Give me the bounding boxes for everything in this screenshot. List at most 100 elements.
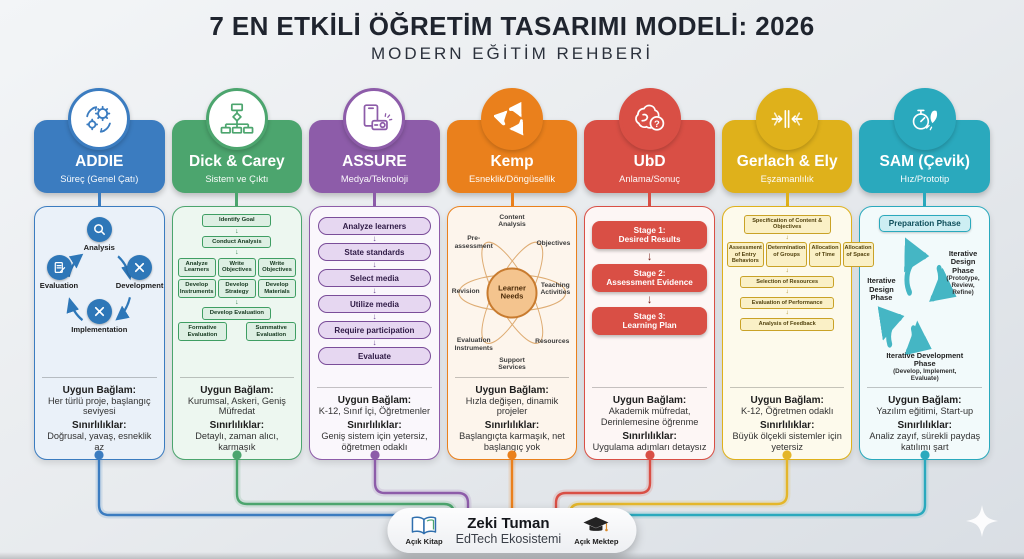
header-card-connector (648, 193, 652, 206)
context-label: Uygun Bağlam: (200, 384, 274, 396)
sam-cycle-area: Iterative Design Phase Iterative Design … (864, 232, 985, 383)
flow-box: Determination of Groups (765, 242, 808, 268)
context-label: Uygun Bağlam: (612, 395, 687, 407)
model-name: Gerlach & Ely (736, 153, 838, 170)
flow-box: Allocation of Space (842, 242, 874, 268)
assure-steps-diagram: Analyze learners State standards Select … (314, 213, 435, 383)
gerlach-ely-badge (756, 88, 819, 150)
gerlach-ely-meta: Uygun Bağlam: K-12, Öğretmen odaklı Sını… (729, 387, 845, 453)
context-label: Uygun Bağlam: (888, 395, 962, 407)
model-name: Dick & Carey (189, 153, 285, 170)
header-card-connector (97, 193, 101, 206)
sam-card: Preparation Phase Iterative Design Pha (859, 206, 991, 460)
step-box: Utilize media (318, 295, 431, 313)
ubd-card: Stage 1: Desired Results Stage 2: Assess… (584, 206, 715, 460)
flow-box: Develop Strategy (217, 278, 256, 299)
footer-text: Zeki Tuman EdTech Ekosistemi (456, 515, 562, 546)
flow-box: Develop Instruments (177, 278, 216, 299)
assure-card: Analyze learners State standards Select … (309, 206, 440, 460)
model-name: ADDIE (75, 153, 124, 170)
kemp-label: Evaluation Instruments (454, 337, 493, 352)
limitations-text: Geniş sistem için yetersiz, öğretmen oda… (321, 431, 428, 453)
limitations-label: Sınırlılıklar: (897, 420, 952, 432)
down-arrow (647, 292, 653, 307)
dick-carey-header: Dick & Carey Sistem ve Çıktı (171, 120, 303, 193)
organization-name: EdTech Ekosistemi (455, 532, 562, 546)
context-text: Her türlü proje, başlangıç seviyesi (47, 395, 151, 417)
open-book-label: Açık Kitap (405, 536, 443, 546)
model-name: UbD (633, 153, 666, 170)
sam-phase-label: Iterative Development Phase(Develop, Imp… (886, 350, 964, 383)
context-label: Uygun Bağlam: (475, 384, 549, 396)
context-label: Uygun Bağlam: (750, 395, 824, 407)
cycle-arrows (66, 253, 134, 322)
kemp-card: Learner Needs Content Analysis Pre-asses… (446, 206, 578, 460)
assure-meta: Uygun Bağlam: K-12, Sınıf İçi, Öğretmenl… (317, 387, 432, 453)
flow-box: Write Objectives (257, 257, 297, 277)
context-text: Yazılım eğitimi, Start-up (876, 406, 974, 417)
model-tagline: Hız/Prototip (900, 173, 950, 184)
model-tagline: Anlama/Sonuç (619, 173, 681, 184)
converging-arrows-icon (771, 110, 803, 128)
footer-credit: Açık Kitap Zeki Tuman EdTech Ekosistemi … (387, 507, 637, 553)
context-text: Akademik müfredat, Derinlemesine öğrenme (600, 406, 699, 428)
addie-meta: Uygun Bağlam: Her türlü proje, başlangıç… (42, 376, 157, 453)
ubd-meta: Uygun Bağlam: Akademik müfredat, Derinle… (592, 387, 707, 453)
model-tagline: Eşzamanlılık (760, 173, 814, 184)
kemp-label: Resources (535, 338, 570, 346)
header-card-connector (235, 193, 239, 206)
graduation-label: Açık Mektep (574, 536, 619, 546)
brain-question-icon: ? (634, 104, 664, 131)
context-text: K-12, Öğretmen odaklı (740, 406, 834, 417)
author-name: Zeki Tuman (467, 514, 550, 532)
step-box: Require participation (318, 321, 431, 339)
limitations-text: Doğrusal, yavaş, esneklik az (47, 431, 152, 453)
assure-badge (343, 88, 406, 150)
kemp-hub-diagram: Learner Needs Content Analysis Pre-asses… (452, 213, 573, 373)
flow-box: Analysis of Feedback (740, 318, 835, 331)
step-box: Analyze learners (318, 217, 431, 235)
model-column-kemp: Kemp Esneklik/Döngüsellik Learner Needs … (446, 88, 578, 460)
down-arrow (372, 262, 376, 268)
kemp-label: Objectives (536, 240, 571, 248)
addie-node-evaluation: Evaluation (33, 255, 85, 290)
context-label: Uygun Bağlam: (337, 395, 412, 407)
addie-badge (68, 88, 131, 150)
flow-box: Allocation of Time (809, 242, 841, 268)
ubd-header: UbD Anlama/Sonuç (584, 120, 715, 193)
gerlach-ely-flowchart: Specification of Content & Objectives As… (726, 213, 874, 383)
media-technology-icon (364, 104, 393, 131)
stopwatch-rocket-icon (912, 109, 937, 131)
flow-box: Develop Evaluation (202, 307, 272, 321)
open-book-icon (411, 516, 437, 535)
down-arrow (235, 250, 239, 255)
down-arrow (235, 300, 239, 305)
model-tagline: Esneklik/Döngüsellik (469, 173, 556, 184)
ubd-stages-diagram: Stage 1: Desired Results Stage 2: Assess… (589, 213, 710, 383)
down-arrow (372, 288, 376, 294)
limitations-text: Uygulama adımları detaysız (592, 442, 707, 453)
title-block: 7 EN ETKİLİ ÖĞRETİM TASARIMI MODELİ: 202… (0, 0, 1024, 64)
context-label: Uygun Bağlam: (62, 384, 136, 396)
down-arrow (786, 269, 789, 274)
page-subtitle: MODERN EĞİTİM REHBERİ (370, 44, 654, 63)
flow-box: Write Objectives (217, 257, 256, 277)
sam-meta: Uygun Bağlam: Yazılım eğitimi, Start-up … (867, 387, 983, 453)
down-arrow (372, 340, 376, 346)
graduation-cap-icon (583, 516, 609, 532)
model-tagline: Medya/Teknoloji (340, 173, 409, 184)
step-box: Evaluate (318, 347, 431, 365)
flow-box: Selection of Resources (740, 276, 835, 289)
addie-header: ADDIE Süreç (Genel Çatı) (34, 120, 165, 193)
flow-row: Assessment of Entry Behaviors Determinat… (726, 242, 874, 268)
kemp-meta: Uygun Bağlam: Hızla değişen, dinamik pro… (454, 376, 570, 453)
flow-row: Formative Evaluation Summative Evaluatio… (177, 322, 297, 342)
cycle-arrows-icon (494, 101, 524, 136)
limitations-text: Analiz zayıf, sürekli paydaş katılımı şa… (869, 431, 981, 453)
cycle-arrows (878, 237, 957, 356)
step-box: State standards (318, 243, 431, 261)
model-column-gerlach-ely: Gerlach & Ely Eşzamanlılık Specification… (721, 88, 874, 460)
limitations-label: Sınırlılıklar: (72, 420, 127, 432)
gears-cycle-icon (86, 105, 112, 133)
